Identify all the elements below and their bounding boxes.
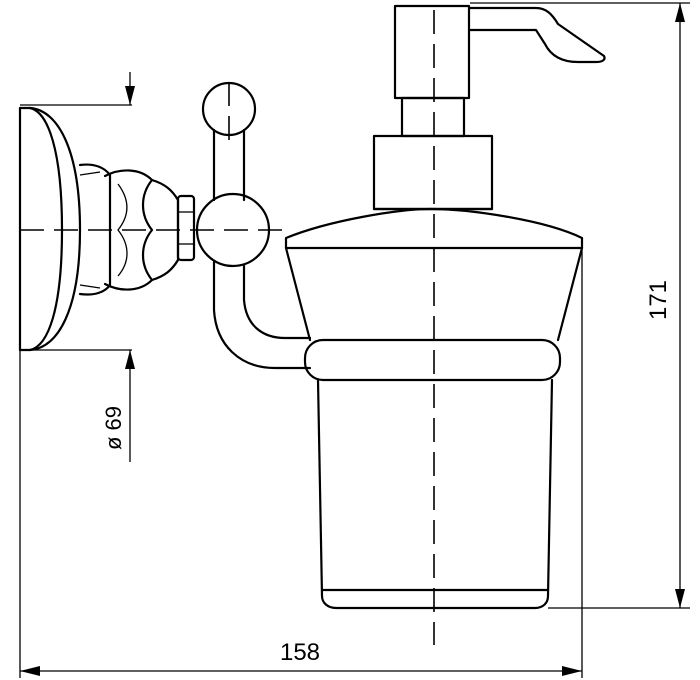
rosette-neck bbox=[78, 163, 196, 296]
diameter-dimension-label: ø 69 bbox=[101, 406, 126, 450]
dimension-lines bbox=[19, 2, 690, 678]
center-lines bbox=[20, 10, 435, 645]
wall-rosette bbox=[18, 106, 101, 352]
height-dimension-label: 171 bbox=[645, 280, 672, 320]
dispenser-body bbox=[284, 207, 584, 610]
support-post bbox=[195, 81, 312, 370]
width-dimension-label: 158 bbox=[280, 639, 320, 666]
pump-head bbox=[372, 4, 606, 211]
